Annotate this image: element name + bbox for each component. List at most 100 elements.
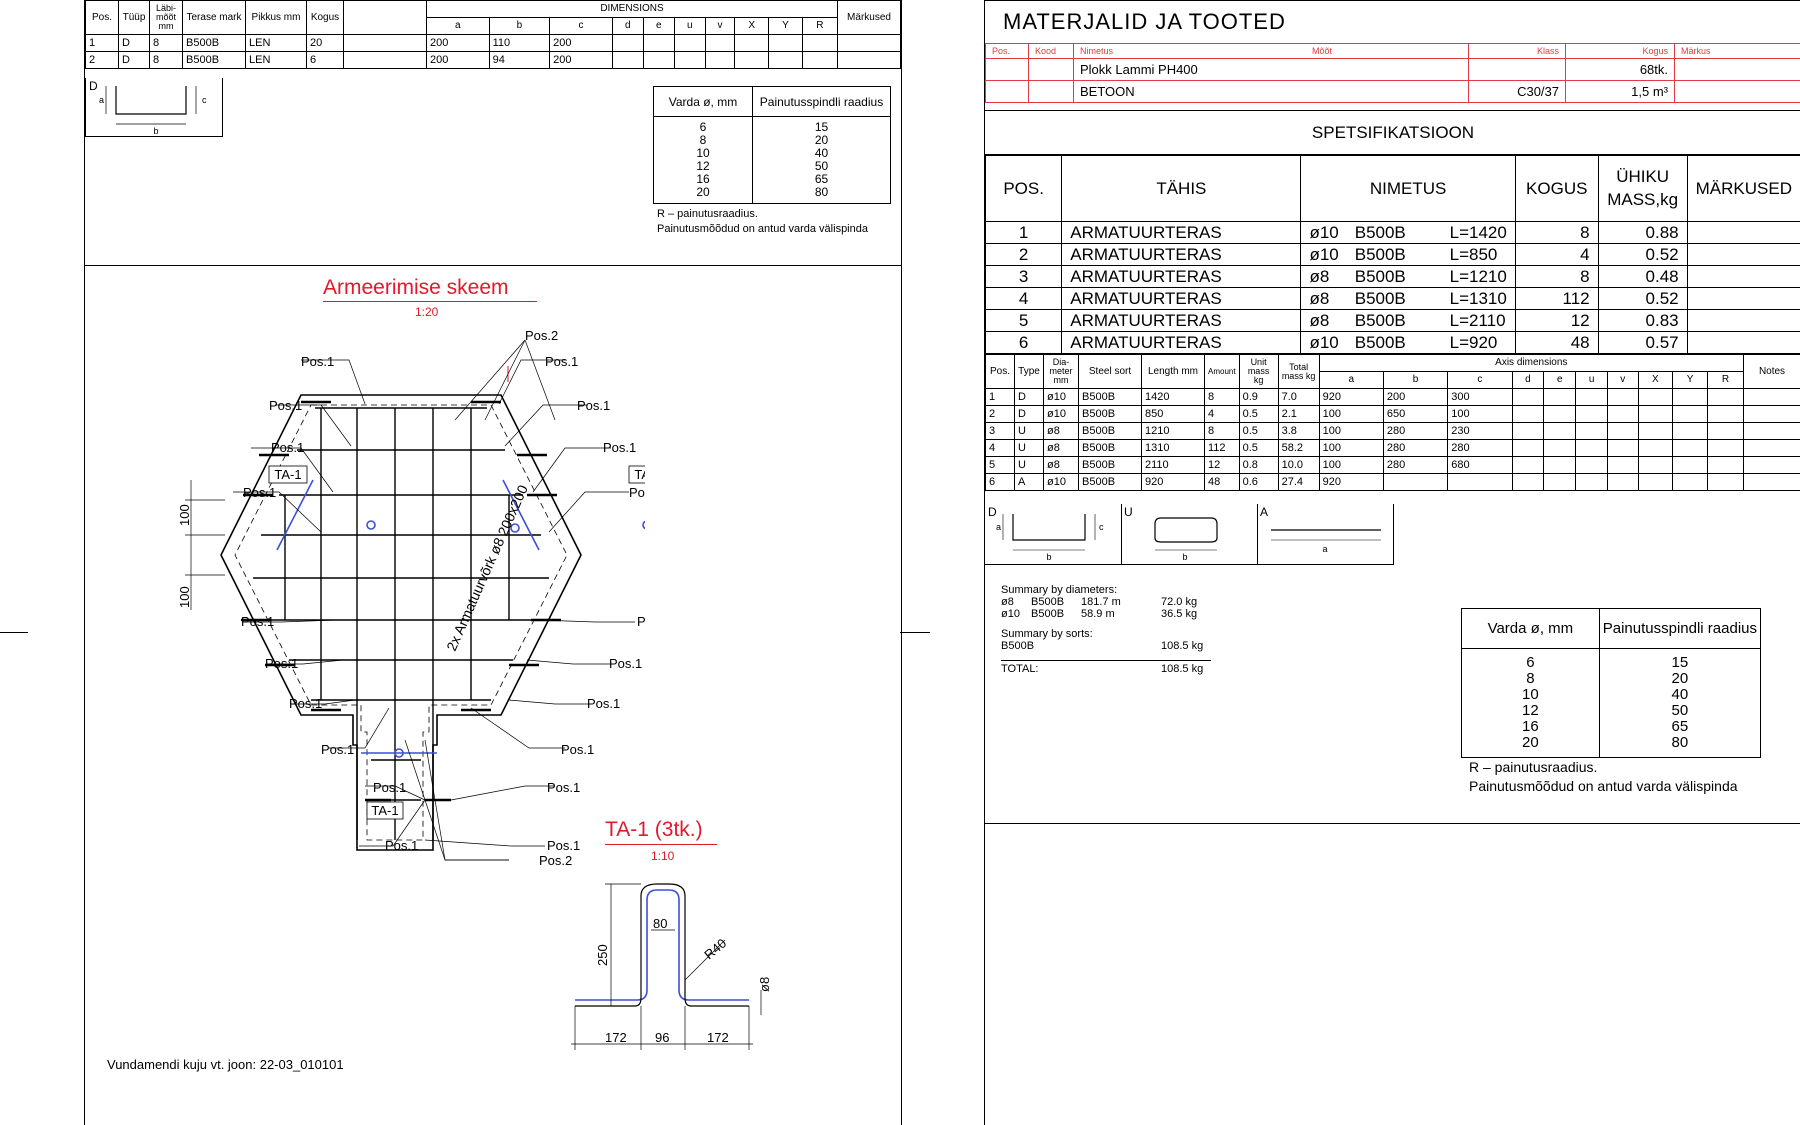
dim-80: 80 — [653, 916, 667, 931]
dim-b: b — [488, 17, 551, 35]
mat-hdr-name: Nimetus — [1073, 43, 1306, 59]
dim-r40: R40 — [701, 935, 729, 962]
hdr-blank — [343, 0, 427, 35]
spec-hdr-nimetus: NIMETUS — [1300, 155, 1516, 222]
divider — [985, 823, 1800, 824]
ta-detail-scale: 1:10 — [651, 849, 675, 863]
radius-note2: Painutusmõõdud on antud varda välispinda — [657, 223, 868, 235]
cell — [343, 51, 427, 69]
hdr-steel: Terase mark — [182, 0, 246, 35]
dim-100-a: 100 — [177, 504, 192, 526]
ta1-bend-detail: 172 96 172 80 250 R40 ø8 — [571, 883, 772, 1050]
label-pos1: Pos.1 — [587, 696, 620, 711]
mat-hdr-code: Kood — [1028, 43, 1074, 59]
right-drawing-sheet: MATERJALID JA TOOTED Pos. Kood Nimetus M… — [984, 0, 1800, 1125]
label-pos1: Pos.1 — [577, 398, 610, 413]
label-pos1: Pos.1 — [629, 485, 645, 500]
radius-col2: Painutusspindli raadius — [1598, 608, 1762, 649]
label-pos1: Pos.1 — [545, 354, 578, 369]
radius-note1: R – painutusraadius. — [657, 208, 758, 220]
shape-sketches: D U A b a c b a — [985, 504, 1394, 565]
label-pos1: Pos.1 — [547, 780, 580, 795]
cell: LEN — [245, 34, 307, 52]
label-pos1: Pos.1 — [301, 354, 334, 369]
cell: Plokk Lammi PH400 — [1073, 58, 1469, 81]
summary-sort-title: Summary by sorts: — [1001, 628, 1093, 640]
dim-y: Y — [768, 17, 803, 35]
cell — [343, 34, 427, 52]
hdr-amount: Kogus — [306, 0, 344, 35]
dim-u: u — [673, 17, 706, 35]
table-row: Plokk Lammi PH400 68tk. — [985, 58, 1800, 81]
cell: 8 — [149, 51, 183, 69]
label-pos1: Pos.1 — [609, 656, 642, 671]
dim-e: e — [642, 17, 675, 35]
dim-250: 250 — [595, 944, 610, 966]
shape-d-label: D — [89, 79, 98, 93]
dim-172-right: 172 — [707, 1030, 729, 1045]
label-pos1: Pos.1 — [373, 780, 406, 795]
shape-drawings: b a c b a — [996, 514, 1381, 562]
hdr-diameter: Dia-meter mm — [1043, 354, 1079, 389]
shape-a-label: A — [1260, 505, 1269, 519]
label-pos1: Pos.1 — [269, 398, 302, 413]
mat-hdr-pos: Pos. — [985, 43, 1029, 59]
svg-text:b: b — [1046, 552, 1051, 562]
label-pos1: Pos.1 — [321, 742, 354, 757]
table-row: 2 D 8 B500B LEN 6 200 94 200 — [85, 51, 901, 69]
divider — [985, 154, 1800, 155]
label-pos1: Pos.1 — [289, 696, 322, 711]
sheet-tick — [0, 632, 28, 633]
dim-96: 96 — [655, 1030, 669, 1045]
svg-text:a: a — [1322, 544, 1327, 554]
cell: BETOON — [1073, 80, 1469, 103]
cell: D — [118, 51, 150, 69]
divider — [85, 265, 901, 266]
ta1-tag-left: TA-1 — [268, 465, 308, 484]
radius-col1: Varda ø, mm — [653, 86, 753, 117]
ta1-tag-bottom: TA-1 — [366, 801, 404, 820]
cell: 200 — [549, 34, 613, 52]
summary-total: TOTAL:108.5 kg — [1001, 660, 1211, 675]
cell: 94 — [488, 51, 551, 69]
materials-table: Pos. Kood Nimetus Mõõt Klass Kogus Märku… — [985, 43, 1800, 103]
label-pos1: Pos.1 — [265, 656, 298, 671]
svg-text:TA-1: TA-1 — [371, 803, 398, 818]
hdr-notes: Märkused — [837, 0, 901, 35]
hdr-length: Length mm — [1141, 354, 1205, 389]
svg-text:b: b — [1182, 552, 1187, 562]
label-pos1: Pos.1 — [241, 614, 274, 629]
shape-d-a: a — [99, 95, 104, 105]
hdr-steel: Steel sort — [1078, 354, 1142, 389]
cell: 1 — [85, 34, 119, 52]
cell: 8 — [149, 34, 183, 52]
footer-note: Vundamendi kuju vt. joon: 22-03_010101 — [107, 1057, 344, 1072]
svg-text:TA-1: TA-1 — [634, 467, 645, 482]
label-pos1: Pos.1 — [547, 838, 580, 853]
cell: 200 — [426, 51, 490, 69]
hdr-length: Pikkus mm — [245, 0, 307, 35]
ta-underline — [605, 844, 717, 845]
scheme-scale: 1:20 — [415, 305, 439, 319]
title-underline — [323, 301, 537, 302]
label-pos1: Pos.1 — [637, 614, 645, 629]
table-row: 1 D 8 B500B LEN 20 200 110 200 — [85, 34, 901, 52]
spec-hdr-pos: POS. — [984, 155, 1063, 222]
cell: 200 — [549, 51, 613, 69]
label-pos1: Pos.1 — [243, 485, 276, 500]
summary-diam-title: Summary by diameters: — [1001, 584, 1118, 596]
scheme-title: Armeerimise skeem — [323, 276, 509, 299]
dim-r: R — [801, 17, 839, 35]
shape-d-label: D — [988, 505, 997, 519]
radius-col1: Varda ø, mm — [1461, 608, 1600, 649]
svg-text:TA-1: TA-1 — [274, 467, 301, 482]
